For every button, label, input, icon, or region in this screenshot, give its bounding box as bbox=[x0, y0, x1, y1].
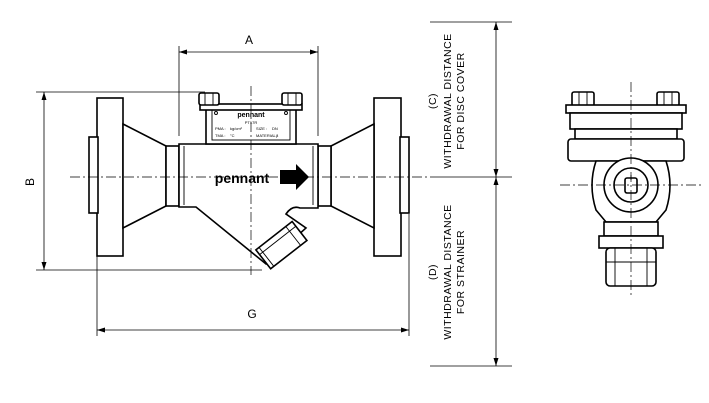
side-view bbox=[560, 82, 702, 295]
right-hub bbox=[330, 122, 375, 230]
nameplate-field1-value: kg/cm² bbox=[230, 126, 243, 131]
left-neck bbox=[165, 145, 180, 207]
strainer-cap bbox=[254, 220, 309, 270]
dimension-c-line3: FOR DISC COVER bbox=[455, 52, 467, 149]
nameplate-field3-value: °C bbox=[230, 133, 235, 138]
dimension-d-line2: WITHDRAWAL DISTANCE bbox=[442, 204, 454, 339]
dimensions: A B G (C) WITHDRAWAL DISTANCE FOR DISC C… bbox=[23, 21, 512, 367]
dimension-b-label: B bbox=[23, 178, 37, 186]
nameplate-brand: pennant bbox=[237, 112, 265, 119]
right-bolt-head bbox=[281, 92, 303, 106]
nameplate-field2: SIZE : bbox=[256, 126, 267, 131]
nameplate-field4: MATERIAL : bbox=[256, 133, 278, 138]
front-view: pennant PT17R PMA : kg/cm² SIZE : DN TMA… bbox=[70, 86, 430, 275]
dimension-d-line3: FOR STRAINER bbox=[455, 230, 467, 314]
nameplate-field4-value: β bbox=[276, 133, 279, 138]
right-neck bbox=[317, 145, 332, 207]
right-flange-face bbox=[399, 136, 410, 214]
dimension-c-line2: WITHDRAWAL DISTANCE bbox=[442, 33, 454, 168]
nameplate-field1: PMA : bbox=[215, 126, 226, 131]
left-flange-face bbox=[88, 136, 99, 214]
nameplate-field2-value: DN bbox=[272, 126, 278, 131]
nameplate-field3: TMA : bbox=[215, 133, 225, 138]
dimension-c-code: (C) bbox=[427, 93, 439, 109]
left-hub bbox=[122, 122, 167, 230]
dimension-a-label: A bbox=[245, 33, 253, 47]
dimension-g-label: G bbox=[247, 307, 256, 321]
dimension-d-code: (D) bbox=[427, 264, 439, 280]
left-bolt-head bbox=[198, 92, 220, 106]
body-brand: pennant bbox=[215, 170, 270, 186]
